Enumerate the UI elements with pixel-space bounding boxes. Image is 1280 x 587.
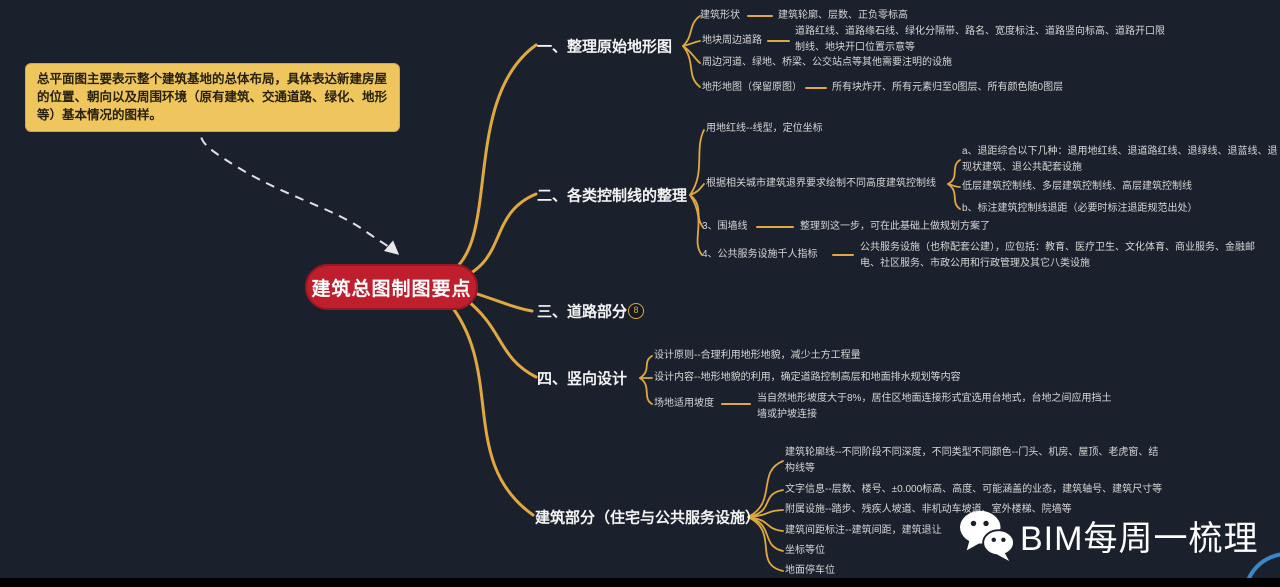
topic-node[interactable]: 地面停车位 [785, 565, 835, 576]
note-box[interactable]: 总平面图主要表示整个建筑基地的总体布局，具体表达新建房屋的位置、朝向以及周围环境… [25, 63, 400, 133]
topic-node[interactable]: 地形地图（保留原图） [702, 82, 802, 93]
branch-node-3[interactable]: 三、道路部分 [537, 303, 628, 321]
topic-node[interactable]: 道路红线、道路缘石线、绿化分隔带、路名、宽度标注、道路竖向标高、道路开口限制线、… [795, 26, 1165, 53]
topic-node[interactable]: 3、围墙线 [702, 221, 748, 232]
topic-node[interactable]: 设计原则--合理利用地形地貌，减少土方工程量 [654, 350, 861, 361]
topic-node[interactable]: 坐标等位 [785, 545, 825, 556]
topic-node[interactable]: 低层建筑控制线、多层建筑控制线、高层建筑控制线 [962, 181, 1192, 192]
topic-node[interactable]: 用地红线--线型，定位坐标 [706, 123, 823, 134]
topic-node[interactable]: 根据相关城市建筑退界要求绘制不同高度建筑控制线 [706, 178, 936, 189]
topic-node[interactable]: 整理到这一步，可在此基础上做规划方案了 [800, 221, 990, 232]
topic-node[interactable]: a、退距综合以下几种：退用地红线、退道路红线、退绿线、退蓝线、退现状建筑、退公共… [962, 146, 1278, 173]
topic-node[interactable]: 建筑轮廓线--不同阶段不同深度，不同类型不同颜色--门头、机房、屋顶、老虎窗、结… [785, 447, 1159, 474]
topic-node[interactable]: 当自然地形坡度大于8%，居住区地面连接形式宜选用台地式，台地之间应用挡土墙或护坡… [757, 393, 1112, 420]
topic-node[interactable]: b、标注建筑控制线退距（必要时标注退距规范出处） [962, 203, 1198, 214]
topic-node[interactable]: 文字信息--层数、楼号、±0.000标高、高度、可能涵盖的业态，建筑轴号、建筑尺… [785, 484, 1163, 495]
wechat-icon [960, 510, 1015, 562]
main-branch-curves [447, 43, 538, 517]
topic-node[interactable]: 所有块炸开、所有元素归至0图层、所有颜色随0图层 [832, 82, 1064, 93]
branch-node-1[interactable]: 一、整理原始地形图 [537, 38, 673, 56]
topic-node[interactable]: 场地适用坡度 [654, 398, 714, 409]
topic-node[interactable]: 建筑形状 [700, 10, 740, 21]
topic-node[interactable]: 公共服务设施（也称配套公建），应包括：教育、医疗卫生、文化体育、商业服务、金融邮… [860, 242, 1255, 269]
collapse-badge-icon[interactable]: 8 [628, 303, 644, 319]
child-branch-curves [639, 15, 961, 572]
note-arrow [199, 121, 400, 255]
root-node[interactable]: 建筑总图制图要点 [305, 264, 478, 310]
topic-node[interactable]: 建筑轮廓、层数、正负零标高 [778, 10, 908, 21]
topic-node[interactable]: 设计内容--地形地貌的利用，确定道路控制高层和地面排水规划等内容 [654, 372, 961, 383]
branch-node-4[interactable]: 四、竖向设计 [537, 370, 628, 388]
root-label: 建筑总图制图要点 [311, 278, 472, 300]
bottom-strip [0, 578, 1280, 587]
watermark: BIM每周一梳理 [958, 508, 1258, 562]
branch-node-5[interactable]: 建筑部分（住宅与公共服务设施） [535, 509, 761, 527]
topic-node[interactable]: 4、公共服务设施千人指标 [702, 249, 818, 260]
topic-node[interactable]: 周边河道、绿地、桥梁、公交站点等其他需要注明的设施 [702, 57, 952, 68]
topic-node[interactable]: 附属设施--踏步、残疾人坡道、非机动车坡道、室外楼梯、院墙等 [785, 504, 1072, 515]
detail-connectors [616, 15, 854, 405]
branch-node-2[interactable]: 二、各类控制线的整理 [537, 187, 688, 205]
topic-node[interactable]: 地块周边道路 [702, 35, 762, 46]
watermark-brand: BIM每周一梳理 [1020, 519, 1259, 558]
note-text: 总平面图主要表示整个建筑基地的总体布局，具体表达新建房屋的位置、朝向以及周围环境… [37, 72, 388, 122]
topic-node[interactable]: 建筑间距标注--建筑间距，建筑退让 [785, 525, 942, 536]
